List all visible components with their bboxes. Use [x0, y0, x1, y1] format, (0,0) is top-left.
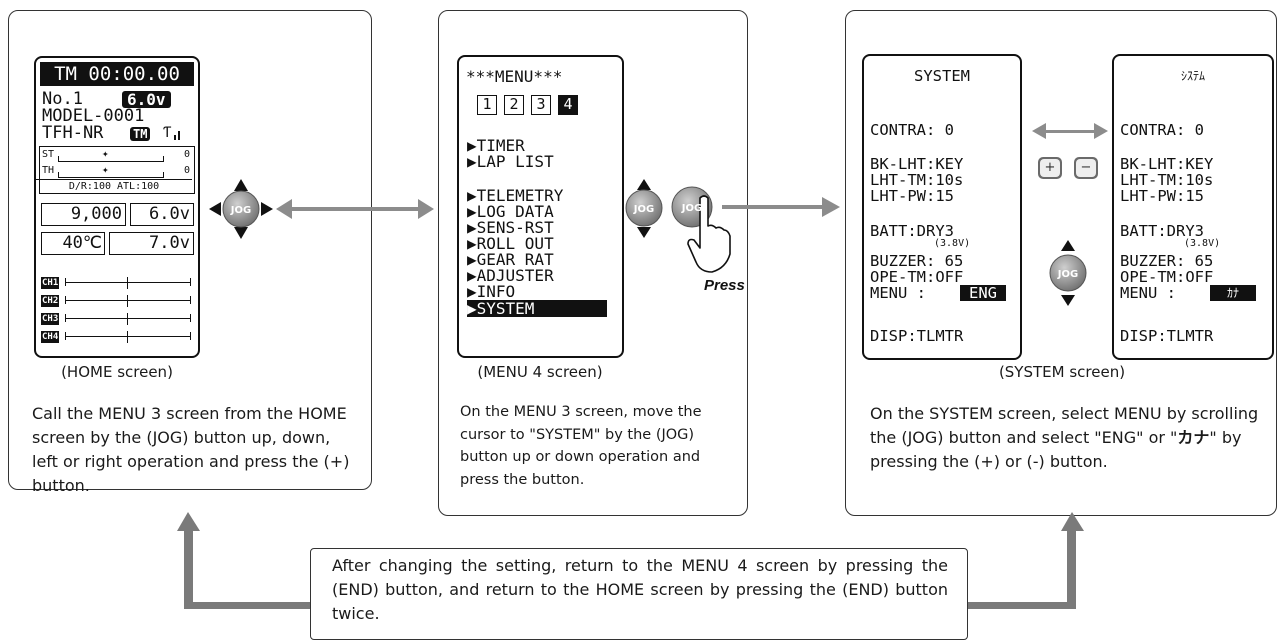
- lht-pw-row[interactable]: LHT-PW:15: [1120, 187, 1204, 205]
- st-trim-value: 0: [184, 149, 191, 160]
- contra-row[interactable]: CONTRA: 0: [870, 121, 954, 139]
- home-lcd: TM 00:00.00 No.1 6.0v MODEL-0001 TFH-NR …: [34, 56, 200, 358]
- system-title-kana: ｼｽﾃﾑ: [1180, 69, 1205, 83]
- system-lcd-eng: SYSTEM CONTRA: 0 BK-LHT:KEY LHT-TM:10s L…: [862, 54, 1022, 360]
- home-description: Call the MENU 3 screen from the HOME scr…: [32, 404, 350, 495]
- menu-page-3[interactable]: 3: [531, 95, 551, 115]
- menu-item-sens-rst[interactable]: ▶SENS-RST: [467, 218, 554, 237]
- batt-voltage: (3.8V): [1184, 238, 1221, 249]
- disp-row[interactable]: DISP:TLMTR: [1120, 327, 1214, 345]
- menu-item-gear-rat[interactable]: ▶GEAR RAT: [467, 250, 554, 269]
- signal-bars: [174, 128, 184, 140]
- telemetry-volt1-box: [130, 203, 194, 226]
- menu-description: On the MENU 3 screen, move the cursor to…: [460, 404, 702, 488]
- plus-button[interactable]: +: [1038, 157, 1062, 179]
- home-caption: (HOME screen): [61, 363, 173, 381]
- return-arrow-system-icon: [968, 512, 1084, 609]
- trim-box: [39, 146, 195, 194]
- menu-item-system[interactable]: ▶SYSTEM: [467, 300, 607, 317]
- return-arrow-home-icon: [177, 512, 310, 609]
- menu-item-telemetry[interactable]: ▶TELEMETRY: [467, 186, 564, 205]
- st-trim-bar: [58, 156, 164, 162]
- menu-page-2[interactable]: 2: [504, 95, 524, 115]
- menu-item-roll-out[interactable]: ▶ROLL OUT: [467, 234, 554, 253]
- menu-lcd: ***MENU*** 1 2 3 4 ▶TIMER ▶LAP LIST ▶TEL…: [457, 55, 624, 358]
- telemetry-volt2: 7.0v: [149, 233, 190, 253]
- telemetry-temp: 40℃: [62, 233, 102, 253]
- channel-row: CH3: [41, 312, 194, 326]
- th-trim-marker: ✦: [102, 163, 109, 176]
- menu-caption: (MENU 4 screen): [477, 363, 603, 381]
- telemetry-rpm: 9,000: [70, 204, 122, 224]
- channel-label: CH1: [41, 277, 60, 289]
- battery-badge: 6.0v: [122, 91, 171, 108]
- channel-row: CH2: [41, 294, 194, 308]
- batt-row[interactable]: BATT:DRY3: [870, 222, 954, 240]
- menu-page-4[interactable]: 4: [558, 95, 578, 115]
- channel-label: CH2: [41, 295, 60, 307]
- channel-row: CH1: [41, 276, 194, 290]
- bk-lht-row[interactable]: BK-LHT:KEY: [870, 155, 964, 173]
- bk-lht-row[interactable]: BK-LHT:KEY: [1120, 155, 1214, 173]
- menu-lang-label: MENU :: [870, 284, 926, 302]
- system-description: On the SYSTEM screen, select MENU by scr…: [870, 404, 1259, 471]
- menu-item-info[interactable]: ▶INFO: [467, 282, 516, 301]
- menu-item-log-data[interactable]: ▶LOG DATA: [467, 202, 554, 221]
- menu-item-adjuster[interactable]: ▶ADJUSTER: [467, 266, 554, 285]
- system-lcd-kana: ｼｽﾃﾑ CONTRA: 0 BK-LHT:KEY LHT-TM:10s LHT…: [1112, 54, 1274, 360]
- th-trim-value: 0: [184, 165, 191, 176]
- menu-item-timer[interactable]: ▶TIMER: [467, 136, 525, 155]
- buzzer-row[interactable]: BUZZER: 65: [870, 252, 964, 270]
- lht-pw-row[interactable]: LHT-PW:15: [870, 187, 954, 205]
- bottom-note-panel: [310, 548, 968, 640]
- bottom-note-text: After changing the setting, return to th…: [332, 556, 948, 623]
- kana-highlight: カナ: [1177, 428, 1210, 447]
- timer-display: TM 00:00.00: [40, 62, 194, 86]
- system-title-eng: SYSTEM: [914, 67, 970, 85]
- disp-row[interactable]: DISP:TLMTR: [870, 327, 964, 345]
- menu-lang-value[interactable]: ｶﾅ: [1210, 285, 1256, 301]
- system-type: TFH-NR: [42, 123, 104, 143]
- st-label: ST: [42, 149, 55, 160]
- batt-voltage: (3.8V): [934, 238, 971, 249]
- menu-lang-value[interactable]: ENG: [960, 285, 1006, 301]
- minus-button[interactable]: −: [1074, 157, 1098, 179]
- telemetry-volt1: 6.0v: [149, 204, 190, 224]
- buzzer-row[interactable]: BUZZER: 65: [1120, 252, 1214, 270]
- signal-icon: Ƭ: [163, 125, 172, 141]
- th-trim-bar: [58, 172, 164, 178]
- model-number: No.1: [42, 89, 83, 109]
- telemetry-temp-box: [41, 232, 105, 255]
- system-caption: (SYSTEM screen): [998, 363, 1126, 381]
- lht-tm-row[interactable]: LHT-TM:10s: [1120, 171, 1214, 189]
- model-name: MODEL-0001: [42, 106, 145, 126]
- lht-tm-row[interactable]: LHT-TM:10s: [870, 171, 964, 189]
- ope-tm-row[interactable]: OPE-TM:OFF: [1120, 268, 1214, 286]
- menu-item-lap-list[interactable]: ▶LAP LIST: [467, 152, 554, 171]
- ope-tm-row[interactable]: OPE-TM:OFF: [870, 268, 964, 286]
- contra-row[interactable]: CONTRA: 0: [1120, 121, 1204, 139]
- channel-row: CH4: [41, 330, 194, 344]
- th-label: TH: [42, 165, 55, 176]
- menu-lang-label: MENU :: [1120, 284, 1176, 302]
- menu-page-1[interactable]: 1: [477, 95, 497, 115]
- st-trim-marker: ✦: [102, 147, 109, 160]
- telemetry-volt2-box: [109, 232, 194, 255]
- channel-label: CH3: [41, 313, 60, 325]
- dr-atl-row: D/R:100 ATL:100: [36, 179, 192, 193]
- channel-label: CH4: [41, 331, 60, 343]
- menu-title: ***MENU***: [466, 67, 563, 86]
- tm-badge: TM: [130, 127, 151, 141]
- batt-row[interactable]: BATT:DRY3: [1120, 222, 1204, 240]
- telemetry-rpm-box: [41, 203, 126, 226]
